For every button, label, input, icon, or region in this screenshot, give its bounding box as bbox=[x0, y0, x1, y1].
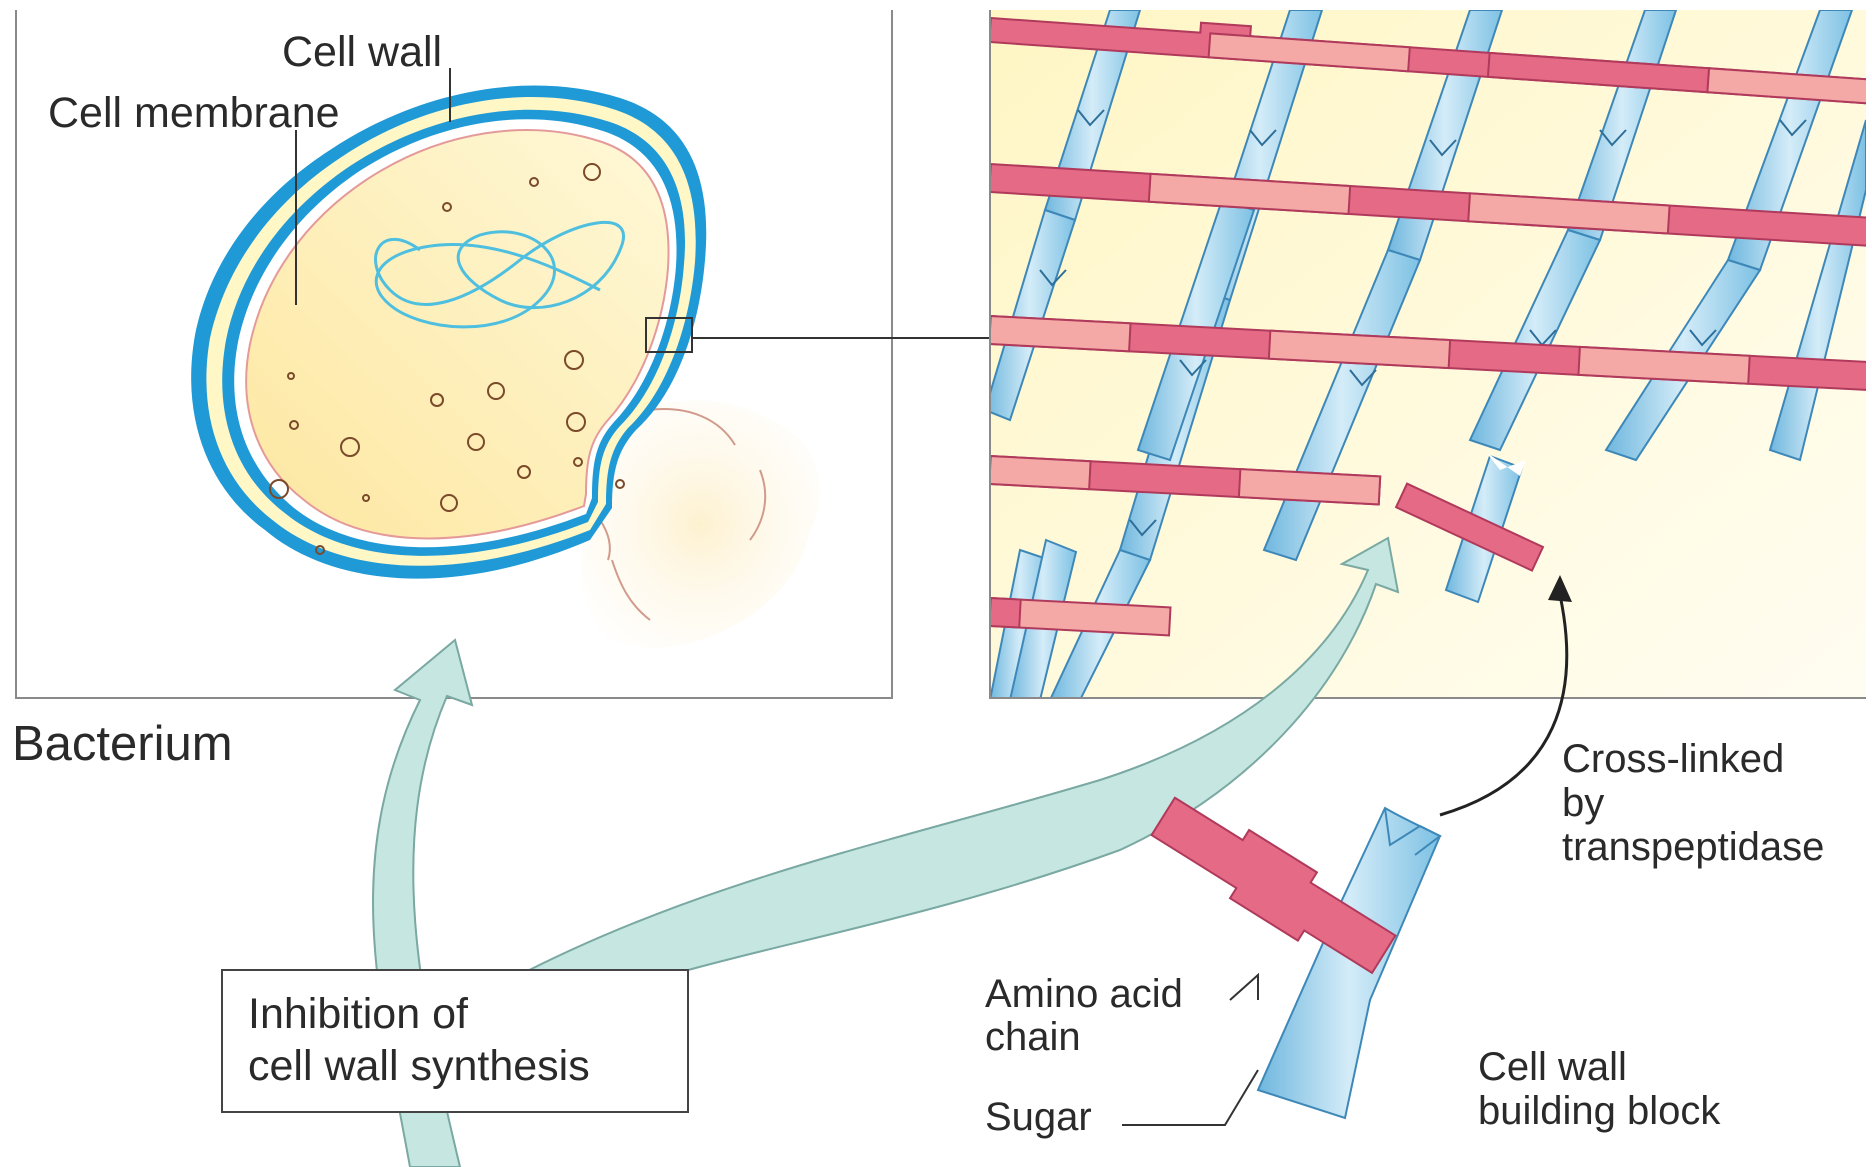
inhibition-label-line1: Inhibition of bbox=[248, 990, 469, 1038]
bacterium-panel: Cell wall Cell membrane Bacterium bbox=[12, 10, 990, 771]
crosslinked-label-line1: Cross-linked bbox=[1562, 737, 1784, 781]
inhibition-box: Inhibition of cell wall synthesis bbox=[222, 970, 688, 1112]
crosslinked-label-line2: by bbox=[1562, 781, 1604, 825]
sugar-label: Sugar bbox=[985, 1095, 1092, 1139]
peptidoglycan-panel bbox=[985, 8, 1872, 700]
amino-acid-label-line1: Amino acid bbox=[985, 972, 1183, 1016]
cell-membrane-label: Cell membrane bbox=[48, 89, 340, 137]
bacterium-label: Bacterium bbox=[12, 717, 233, 771]
inhibition-label-line2: cell wall synthesis bbox=[248, 1042, 590, 1090]
crosslinked-label-line3: transpeptidase bbox=[1562, 825, 1824, 869]
cell-wall-label: Cell wall bbox=[282, 28, 442, 76]
building-block-label-line2: building block bbox=[1478, 1089, 1721, 1133]
building-block-detail bbox=[1122, 788, 1440, 1125]
building-block-label-line1: Cell wall bbox=[1478, 1045, 1627, 1089]
amino-acid-label-line2: chain bbox=[985, 1015, 1081, 1059]
